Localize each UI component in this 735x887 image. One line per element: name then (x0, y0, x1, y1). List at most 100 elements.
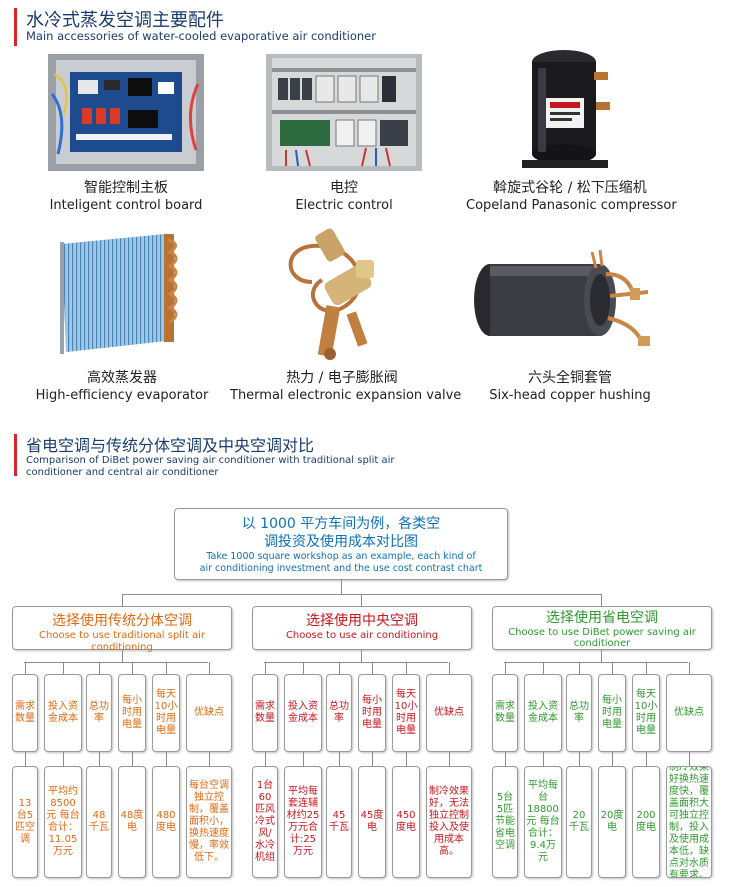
connector (63, 662, 64, 674)
group-traditional-split: 选择使用传统分体空调 Choose to use traditional spl… (12, 606, 232, 653)
value-cell-quantity: 5台5匹节能省电空调 (492, 766, 518, 878)
header-cell-pros-cons: 优缺点 (666, 674, 712, 752)
connector (361, 650, 362, 662)
expansion-valve-photo (288, 228, 374, 360)
connector (505, 752, 506, 766)
value-cell-pros-cons: 制冷效果好换热速度快，覆盖面积大可独立控制，投入及使用成本低，缺点对水质有要求。 (666, 766, 712, 878)
value-cell-hourly-power: 48度电 (118, 766, 146, 878)
connector (25, 752, 26, 766)
connector (612, 752, 613, 766)
connector (132, 752, 133, 766)
accent-bar (14, 8, 17, 46)
electric-control-photo (266, 54, 422, 171)
control-board-photo (48, 54, 204, 171)
connector (372, 662, 373, 674)
accessory-caption-6: 六头全铜套管 Six-head copper hushing (489, 370, 651, 403)
connector (579, 662, 580, 674)
connector (166, 662, 167, 674)
header-cell-investment: 投入资金成本 (44, 674, 82, 752)
header-cell-total-power: 总功率 (86, 674, 112, 752)
connector (601, 650, 602, 662)
connector (209, 752, 210, 766)
value-cell-investment: 平均每台18800元 每台合计：9.4万元 (524, 766, 562, 878)
header-cell-hourly-power: 每小时用电量 (118, 674, 146, 752)
section-title-en: Main accessories of water-cooled evapora… (26, 29, 376, 43)
value-cell-hourly-power: 45度电 (358, 766, 386, 878)
connector (99, 662, 100, 674)
compressor-photo (522, 50, 610, 168)
connector (25, 662, 26, 674)
connector (122, 650, 123, 662)
header-cell-pros-cons: 优缺点 (426, 674, 472, 752)
connector (543, 752, 544, 766)
evaporator-photo (60, 234, 178, 354)
accessory-caption-1: 智能控制主板 Inteligent control board (49, 180, 203, 213)
header-cell-quantity: 需求数量 (492, 674, 518, 752)
connector (449, 662, 450, 674)
accessory-caption-2: 电控 Electric control (295, 180, 393, 213)
connector (646, 752, 647, 766)
accent-bar (14, 434, 17, 476)
header-cell-total-power: 总功率 (566, 674, 592, 752)
connector (372, 752, 373, 766)
value-cell-total-power: 48千瓦 (86, 766, 112, 878)
section-title-en-1: Comparison of DiBet power saving air con… (26, 455, 395, 466)
connector (63, 752, 64, 766)
connector (209, 662, 210, 674)
connector (689, 752, 690, 766)
connector (449, 752, 450, 766)
value-cell-total-power: 20千瓦 (566, 766, 592, 878)
connector (339, 662, 340, 674)
header-cell-daily-power: 每天10小时用电量 (152, 674, 180, 752)
accessory-caption-5: 热力 / 电子膨胀阀 Thermal electronic expansion … (230, 370, 462, 403)
value-cell-daily-power: 480度电 (152, 766, 180, 878)
copper-tube-photo (474, 249, 650, 346)
accessory-caption-4: 高效蒸发器 High-efficiency evaporator (35, 370, 209, 403)
connector (646, 662, 647, 674)
connector (303, 662, 304, 674)
connector (341, 580, 342, 594)
value-cell-investment: 平均每套连辅材约25万元合计:25万元 (284, 766, 322, 878)
connector (601, 594, 602, 606)
connector (265, 662, 266, 674)
connector (166, 752, 167, 766)
connector (99, 752, 100, 766)
connector (265, 752, 266, 766)
comparison-root-box: 以 1000 平方车间为例，各类空 调投资及使用成本对比图 Take 1000 … (174, 508, 508, 580)
section-title-cn: 水冷式蒸发空调主要配件 (26, 10, 224, 31)
header-cell-hourly-power: 每小时用电量 (598, 674, 626, 752)
header-cell-investment: 投入资金成本 (284, 674, 322, 752)
connector (122, 594, 123, 606)
value-cell-pros-cons: 制冷效果好，无法独立控制投入及使用成本高。 (426, 766, 472, 878)
value-cell-daily-power: 450度电 (392, 766, 420, 878)
connector (579, 752, 580, 766)
group-central: 选择使用中央空调 Choose to use air conditioning (252, 606, 472, 650)
connector (505, 662, 506, 674)
header-cell-hourly-power: 每小时用电量 (358, 674, 386, 752)
value-cell-investment: 平均约8500元 每台合计：11.05万元 (44, 766, 82, 878)
value-cell-pros-cons: 每台空调独立控制，覆盖面积小，换热速度慢，率效低下。 (186, 766, 232, 878)
connector (339, 752, 340, 766)
section-title-cn: 省电空调与传统分体空调及中央空调对比 (26, 436, 315, 455)
header-cell-pros-cons: 优缺点 (186, 674, 232, 752)
connector (543, 662, 544, 674)
connector (361, 594, 362, 606)
connector (24, 662, 208, 663)
header-cell-quantity: 需求数量 (12, 674, 38, 752)
connector (132, 662, 133, 674)
connector (406, 752, 407, 766)
value-cell-hourly-power: 20度电 (598, 766, 626, 878)
header-cell-investment: 投入资金成本 (524, 674, 562, 752)
connector (122, 594, 602, 595)
value-cell-total-power: 45千瓦 (326, 766, 352, 878)
accessory-caption-3: 斡旋式谷轮 / 松下压缩机 Copeland Panasonic compres… (466, 180, 677, 213)
connector (612, 662, 613, 674)
connector (303, 752, 304, 766)
connector (504, 662, 688, 663)
section-title-en-2: conditioner and central air conditioner (26, 467, 219, 478)
connector (264, 662, 448, 663)
header-cell-quantity: 需求数量 (252, 674, 278, 752)
header-cell-daily-power: 每天10小时用电量 (632, 674, 660, 752)
header-cell-total-power: 总功率 (326, 674, 352, 752)
connector (406, 662, 407, 674)
